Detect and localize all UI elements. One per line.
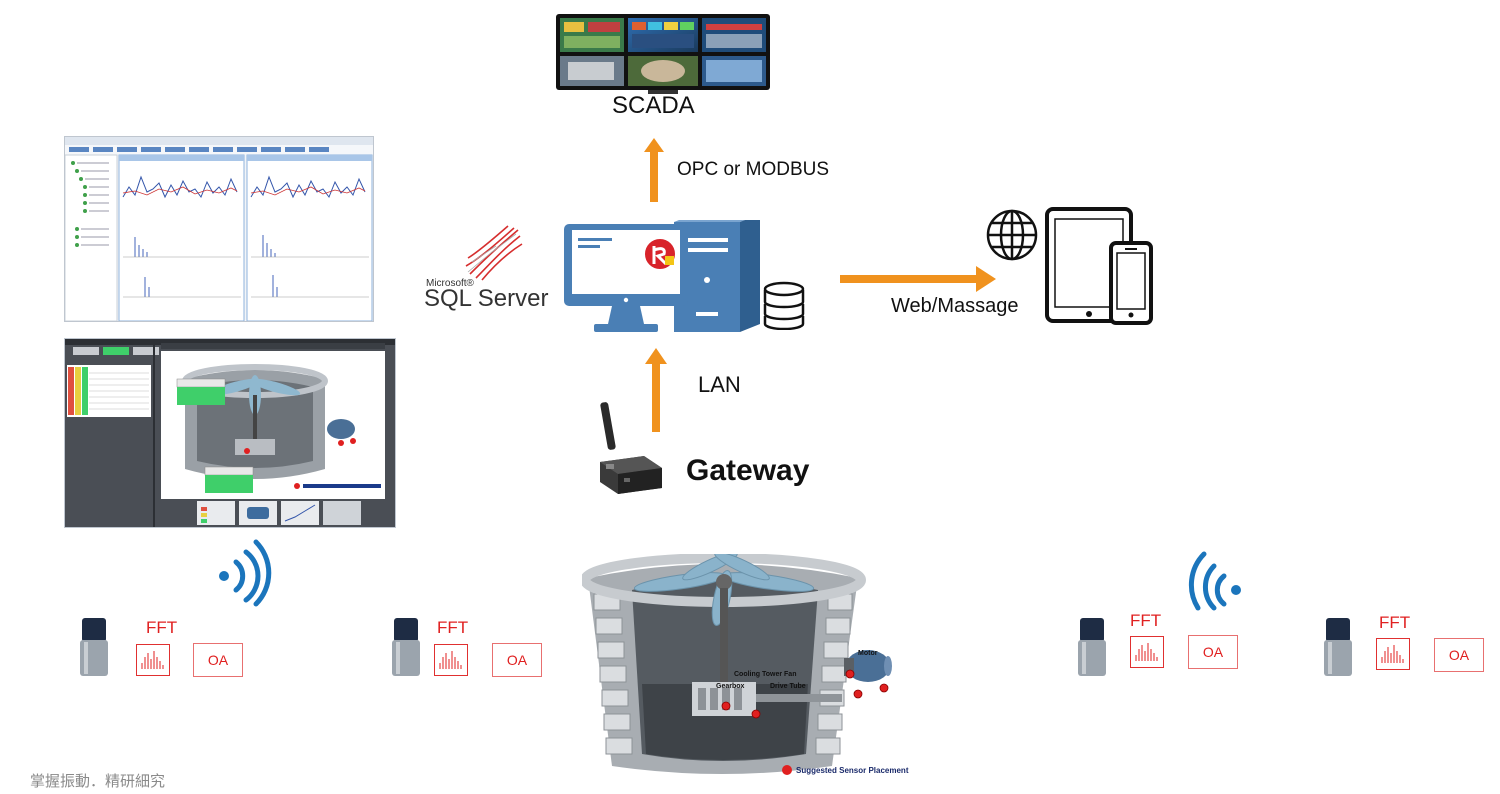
sensor-placement-dot xyxy=(782,765,792,775)
arrow-up-from-gateway xyxy=(645,348,667,432)
oa-value-box: OA xyxy=(1434,638,1484,672)
database-icon xyxy=(762,280,806,330)
vibration-sensor-icon xyxy=(1076,618,1108,678)
gearbox-label: Gearbox xyxy=(716,683,745,690)
sql-server-brand: SQL Server xyxy=(424,285,549,312)
oa-value-box: OA xyxy=(193,643,243,677)
fan-label: Cooling Tower Fan xyxy=(734,671,797,678)
fft-spectrum-icon xyxy=(434,644,468,676)
footer-slogan: 掌握振動．精研細究 xyxy=(30,772,166,790)
fft-spectrum-icon xyxy=(136,644,170,676)
gateway-label: Gateway xyxy=(686,454,810,487)
lan-label: LAN xyxy=(698,372,741,397)
fft-spectrum-icon xyxy=(1376,638,1410,670)
cooling-tower-illustration xyxy=(582,554,892,776)
arrow-up-to-scada xyxy=(644,138,664,202)
sql-server-logo xyxy=(462,222,524,284)
gateway-device-icon xyxy=(596,398,668,494)
protocol-label: OPC or MODBUS xyxy=(677,159,830,180)
sql-server-brand-small: Microsoft® xyxy=(426,278,474,289)
fft-label: FFT xyxy=(437,618,469,637)
oa-value-box: OA xyxy=(492,643,542,677)
server-computer-icon xyxy=(564,220,814,336)
tablet-phone-icon xyxy=(1045,207,1153,325)
motor-label: Motor xyxy=(858,650,878,657)
arrow-right-to-devices xyxy=(840,266,996,292)
oa-value-box: OA xyxy=(1188,635,1238,669)
vibration-sensor-icon xyxy=(78,618,110,678)
globe-icon xyxy=(985,208,1039,262)
software-trend-screenshot xyxy=(64,136,374,322)
software-hmi-screenshot xyxy=(64,338,396,528)
fft-spectrum-icon xyxy=(1130,636,1164,668)
fft-label: FFT xyxy=(146,618,178,637)
scada-monitor-wall xyxy=(548,8,778,98)
fft-label: FFT xyxy=(1130,611,1162,630)
scada-label: SCADA xyxy=(612,92,695,119)
sensor-placement-legend: Suggested Sensor Placement xyxy=(796,766,909,775)
wifi-signal-icon-right xyxy=(1188,548,1248,612)
shaft-label: Drive Tube xyxy=(770,683,806,690)
web-message-label: Web/Massage xyxy=(891,295,1019,317)
fft-label: FFT xyxy=(1379,613,1411,632)
vibration-sensor-icon xyxy=(1322,618,1354,678)
vibration-sensor-icon xyxy=(390,618,422,678)
wifi-signal-icon-left xyxy=(212,536,272,608)
